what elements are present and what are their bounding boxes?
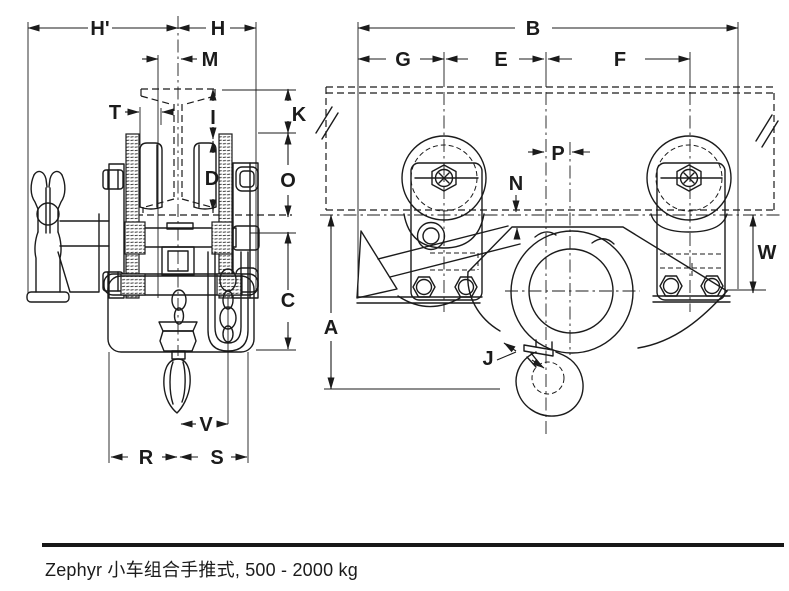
side-plate-right (218, 133, 233, 299)
front-extension-lines (27, 16, 296, 463)
bolt-head-right-top (235, 166, 259, 192)
hook-block-front (158, 289, 198, 414)
dim-label-e: E (494, 49, 507, 71)
caption-text: Zephyr 小车组合手推式, 500 - 2000 kg (45, 560, 358, 580)
axle-nut-left (431, 164, 457, 192)
dim-label-s: S (210, 447, 223, 469)
front-view: H' H M T I D K O (26, 16, 307, 469)
chain-wheel-cover (510, 230, 634, 354)
dim-label-o: O (280, 170, 296, 192)
hoist-body-side (467, 226, 728, 354)
technical-drawing: H' H M T I D K O (26, 16, 780, 469)
side-plate-left (125, 133, 140, 299)
hoist-body-front (107, 275, 255, 353)
dim-label-f: F (614, 49, 626, 71)
wheel-plate-right (656, 162, 726, 301)
plate-bolts (412, 275, 724, 298)
dim-label-j: J (482, 348, 493, 370)
chain-container (207, 251, 249, 352)
dim-label-a: A (324, 317, 338, 339)
axle-nut-right (676, 164, 702, 192)
dim-label-v: V (199, 414, 213, 436)
suspension-shaft-end (416, 221, 446, 251)
hand-chain-link (36, 202, 60, 226)
bolt-head-left-bottom (102, 271, 124, 292)
trolley-wheel-side-right (646, 135, 732, 221)
trolley-side (356, 135, 732, 308)
dim-label-d: D (205, 168, 219, 190)
side-view: B G E F P N W A J (315, 18, 780, 438)
beam-break-right (755, 114, 779, 148)
hand-chain-wheel (26, 170, 110, 303)
front-dimensions: H' H M T I D K O (27, 18, 307, 469)
bolt-head-left-top (102, 169, 124, 190)
dim-label-c: C (281, 290, 295, 312)
trolley-wheel-left (139, 142, 163, 208)
beam-break-left (315, 106, 339, 140)
wheel-plate-left (410, 162, 483, 301)
dim-label-t: T (109, 102, 121, 124)
hook-side (515, 339, 584, 417)
side-dimensions: B G E F P N W A J (324, 18, 777, 390)
dim-label-h: H (211, 18, 225, 40)
outer-plate-left (108, 163, 125, 299)
caption-divider (42, 543, 784, 547)
runway-beam-side (315, 86, 780, 216)
dim-label-g: G (395, 49, 411, 71)
trolley-front (26, 133, 260, 414)
dim-label-n: N (509, 173, 523, 195)
hook-front (163, 358, 191, 414)
hand-wheel-shaft-bar (103, 273, 259, 296)
dim-label-i: I (210, 107, 216, 129)
dim-label-k: K (292, 104, 307, 126)
dim-label-w: W (758, 242, 777, 264)
hand-wheel-bracket (57, 213, 110, 293)
dim-label-p: P (551, 143, 564, 165)
dim-label-h-prime: H' (90, 18, 109, 40)
dim-label-m: M (202, 49, 219, 71)
side-extension-lines (324, 22, 766, 438)
trolley-wheel-side-left (401, 135, 487, 221)
chain-guide-arm (356, 225, 521, 299)
dim-label-b: B (526, 18, 540, 40)
dim-label-r: R (139, 447, 154, 469)
